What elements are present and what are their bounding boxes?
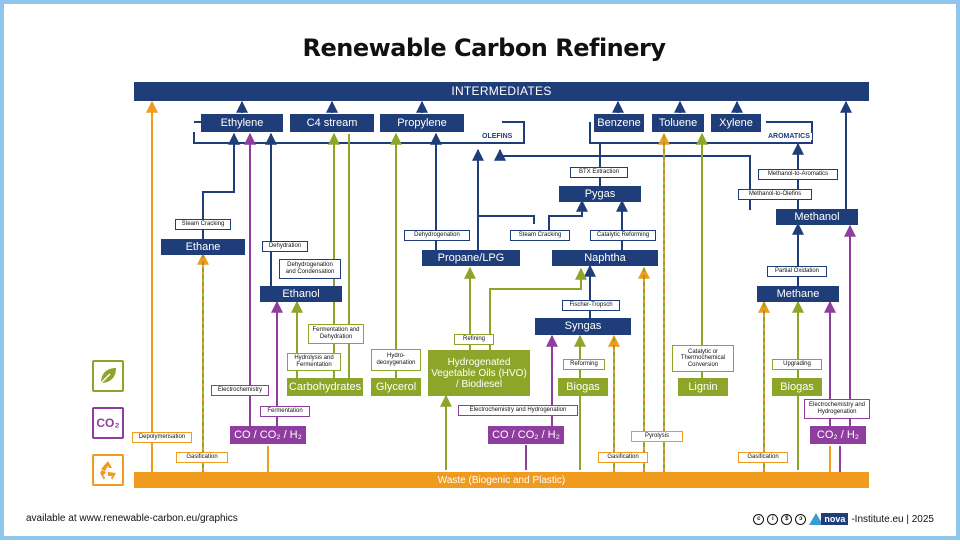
process-steam-cracking-1: Steam Cracking bbox=[175, 219, 231, 230]
pygas-node: Pygas bbox=[559, 186, 641, 202]
nova-logo: nova bbox=[821, 513, 849, 525]
syngas-node: Syngas bbox=[535, 318, 631, 335]
ethylene-node: Ethylene bbox=[201, 114, 283, 132]
process-catalytic-reforming: Catalytic Reforming bbox=[590, 230, 656, 241]
ethane-node: Ethane bbox=[161, 239, 245, 255]
cc-sa-icon: ↄ bbox=[795, 513, 807, 525]
co-co2-h2-node-1: CO / CO₂ / H₂ bbox=[230, 426, 306, 444]
benzene-node: Benzene bbox=[594, 114, 644, 132]
toluene-node: Toluene bbox=[652, 114, 704, 132]
carbohydrates-node: Carbohydrates bbox=[287, 378, 363, 396]
process-upgrading: Upgrading bbox=[772, 359, 822, 370]
process-reforming: Reforming bbox=[563, 359, 605, 370]
process-gasification-1: Gasification bbox=[176, 452, 228, 463]
process-dehydrogenation-condensation: Dehydrogenation and Condensation bbox=[279, 259, 341, 279]
process-electro-hydrogenation-2: Electrochemistry and Hydrogenation bbox=[804, 399, 870, 419]
process-dehydrogenation: Dehydrogenation bbox=[404, 230, 470, 241]
process-methanol-to-aromatics: Methanol-to-Aromatics bbox=[758, 169, 838, 180]
process-partial-oxidation: Partial Oxidation bbox=[767, 266, 827, 277]
biogas-node-1: Biogas bbox=[558, 378, 608, 396]
ethanol-node: Ethanol bbox=[260, 286, 342, 302]
process-btx-extraction: BTX Extraction bbox=[570, 167, 628, 178]
process-hydrodeoxygenation: Hydro- deoxygenation bbox=[371, 349, 421, 371]
process-fischer-tropsch: Fischer-Tropsch bbox=[562, 300, 620, 311]
methanol-node: Methanol bbox=[776, 209, 858, 225]
cc-nc-icon: $ bbox=[781, 513, 793, 525]
process-gasification-3: Gasification bbox=[738, 452, 788, 463]
process-fermentation-dehydration: Fermentation and Dehydration bbox=[308, 324, 364, 344]
cc-by-icon: i bbox=[767, 513, 779, 525]
leaf-icon bbox=[92, 360, 124, 392]
nova-logo-icon bbox=[809, 513, 824, 525]
co-co2-h2-node-2: CO / CO₂ / H₂ bbox=[488, 426, 564, 444]
olefins-group-label: OLEFINS bbox=[480, 133, 515, 140]
intermediates-bar: INTERMEDIATES bbox=[134, 82, 869, 101]
page-title: Renewable Carbon Refinery bbox=[302, 34, 666, 62]
cc-license-icon: c bbox=[753, 513, 765, 525]
c4-stream-node: C4 stream bbox=[290, 114, 374, 132]
aromatics-group-label: AROMATICS bbox=[766, 133, 812, 140]
process-pyrolysis: Pyrolysis bbox=[631, 431, 683, 442]
process-steam-cracking-2: Steam Cracking bbox=[510, 230, 570, 241]
process-gasification-2: Gasification bbox=[598, 452, 648, 463]
waste-bar: Waste (Biogenic and Plastic) bbox=[134, 472, 869, 488]
process-catalytic-thermochemical: Catalytic or Thermochemical Conversion bbox=[672, 345, 734, 372]
methane-node: Methane bbox=[757, 286, 839, 302]
lignin-node: Lignin bbox=[678, 378, 728, 396]
glycerol-node: Glycerol bbox=[371, 378, 421, 396]
process-electrochemistry-1: Electrochemistry bbox=[211, 385, 269, 396]
process-methanol-to-olefins: Methanol-to-Olefins bbox=[738, 189, 812, 200]
process-dehydration: Dehydration bbox=[262, 241, 308, 252]
connector-lines bbox=[146, 100, 856, 472]
co2-icon: CO₂ bbox=[92, 407, 124, 439]
footer-credit: c i $ ↄ nova -Institute.eu | 2025 bbox=[753, 513, 934, 525]
recycle-glyph bbox=[100, 461, 116, 480]
naphtha-node: Naphtha bbox=[552, 250, 658, 266]
leaf-glyph bbox=[100, 368, 116, 384]
recycle-icon bbox=[92, 454, 124, 486]
process-hydrolysis-fermentation: Hydrolysis and Fermentation bbox=[287, 353, 341, 371]
biogas-node-2: Biogas bbox=[772, 378, 822, 396]
process-electro-hydrogenation-1: Electrochemistry and Hydrogenation bbox=[458, 405, 578, 416]
hvo-biodiesel-node: Hydrogenated Vegetable Oils (HVO) / Biod… bbox=[428, 350, 530, 396]
process-depolymerisation: Depolymerisation bbox=[132, 432, 192, 443]
propylene-node: Propylene bbox=[380, 114, 464, 132]
process-fermentation: Fermentation bbox=[260, 406, 310, 417]
footer-brand-suffix: -Institute.eu | 2025 bbox=[851, 513, 934, 525]
propane-lpg-node: Propane/LPG bbox=[422, 250, 520, 266]
process-refining: Refining bbox=[454, 334, 494, 345]
co2-h2-node: CO₂ / H₂ bbox=[810, 426, 866, 444]
footer-source-link[interactable]: available at www.renewable-carbon.eu/gra… bbox=[26, 513, 238, 524]
xylene-node: Xylene bbox=[711, 114, 761, 132]
